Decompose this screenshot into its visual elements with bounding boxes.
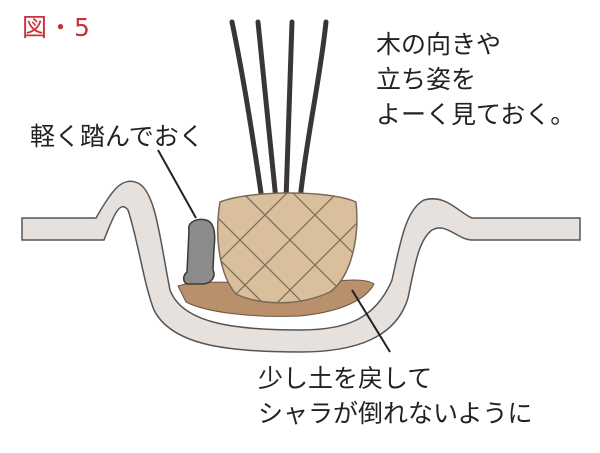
note-tree-orientation-line-3: よーく見ておく。	[376, 100, 576, 129]
soil-band	[21, 180, 581, 353]
note-tree-orientation-line-2: 立ち姿を	[376, 65, 477, 94]
note-return-soil-line-2: シャラが倒れないように	[258, 399, 533, 428]
trunk-center-left	[255, 19, 279, 203]
boot-icon	[183, 218, 216, 285]
note-return-soil-line-1: 少し土を戻して	[258, 364, 433, 393]
leader-soil	[351, 289, 391, 353]
figure-label: 図・5	[22, 13, 91, 42]
trunk-left	[229, 19, 265, 203]
note-tree-orientation: 木の向きや 立ち姿を よーく見ておく。	[376, 27, 575, 132]
trunk-center-right	[283, 19, 295, 203]
note-tree-orientation-line-1: 木の向きや	[376, 30, 502, 59]
trunk-right	[297, 19, 329, 203]
tree-trunks	[229, 19, 329, 203]
note-step-lightly: 軽く踏んでおく	[30, 122, 204, 151]
note-return-soil: 少し土を戻して シャラが倒れないように	[258, 361, 533, 431]
leader-step	[157, 149, 197, 219]
root-ball	[217, 192, 358, 304]
